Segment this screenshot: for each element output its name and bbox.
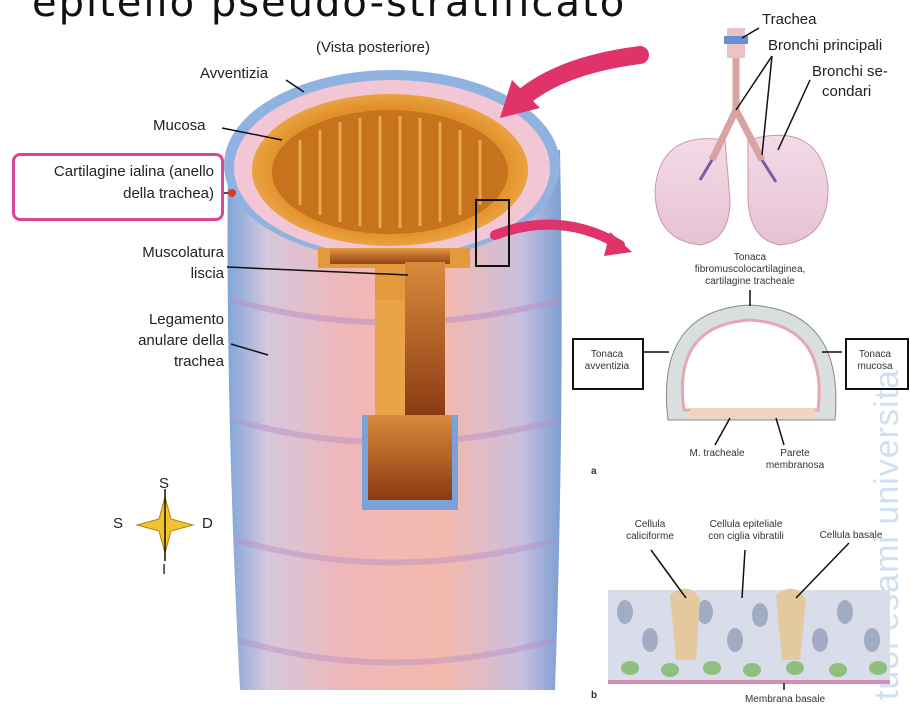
detail-box <box>475 199 510 267</box>
label-caliciforme-1: Cellula <box>612 519 688 531</box>
arrow-to-trachea <box>520 55 640 100</box>
trachea-tube <box>224 70 562 690</box>
label-mucosa-1: Tonaca <box>847 349 903 361</box>
label-muscolatura-1: Muscolatura <box>60 243 224 263</box>
label-m-tracheale: M. tracheale <box>672 448 762 460</box>
cross-section-diagram <box>666 305 836 420</box>
label-tonaca-fibro-3: cartilagine tracheale <box>690 276 810 288</box>
label-legamento-3: trachea <box>60 352 224 372</box>
compass-north: S <box>159 474 169 494</box>
label-trachea: Trachea <box>762 10 816 30</box>
label-legamento-1: Legamento <box>60 310 224 330</box>
label-bronchi-secondari-1: Bronchi se- <box>812 62 888 82</box>
label-tonaca-fibro-2: fibromuscolocartilaginea, <box>690 264 810 276</box>
compass-east: D <box>202 514 213 534</box>
label-bronchi-secondari-2: condari <box>822 82 871 102</box>
label-avventizia-2: avventizia <box>574 361 640 373</box>
compass-rose <box>137 489 193 561</box>
epithelium-diagram <box>608 589 890 684</box>
cartilage-marker <box>228 189 236 197</box>
lungs-illustration <box>655 28 828 245</box>
compass-west: S <box>113 514 123 534</box>
label-avventizia-1: Tonaca <box>574 349 640 361</box>
label-avventizia: Avventizia <box>200 64 268 84</box>
label-epiteliale-1: Cellula epiteliale <box>696 519 796 531</box>
label-parete-2: membranosa <box>755 460 835 472</box>
label-legamento-2: anulare della <box>60 331 224 351</box>
label-mucosa-2: mucosa <box>847 361 903 373</box>
label-membrana-basale: Membrana basale <box>730 694 840 706</box>
label-bronchi-principali: Bronchi principali <box>768 36 882 56</box>
label-cartilagine-1: Cartilagine ialina (anello <box>18 162 214 182</box>
label-epiteliale-2: con ciglia vibratili <box>696 531 796 543</box>
view-title: (Vista posteriore) <box>316 38 430 58</box>
label-tonaca-fibro-1: Tonaca <box>690 252 810 264</box>
label-basale: Cellula basale <box>806 530 896 542</box>
label-mucosa: Mucosa <box>153 116 206 136</box>
panel-letter-b: b <box>591 690 597 702</box>
label-parete-1: Parete <box>755 448 835 460</box>
label-cartilagine-2: della trachea) <box>18 184 214 204</box>
label-caliciforme-2: caliciforme <box>612 531 688 543</box>
compass-south: I <box>162 560 166 580</box>
panel-letter-a: a <box>591 466 597 478</box>
label-muscolatura-2: liscia <box>60 264 224 284</box>
